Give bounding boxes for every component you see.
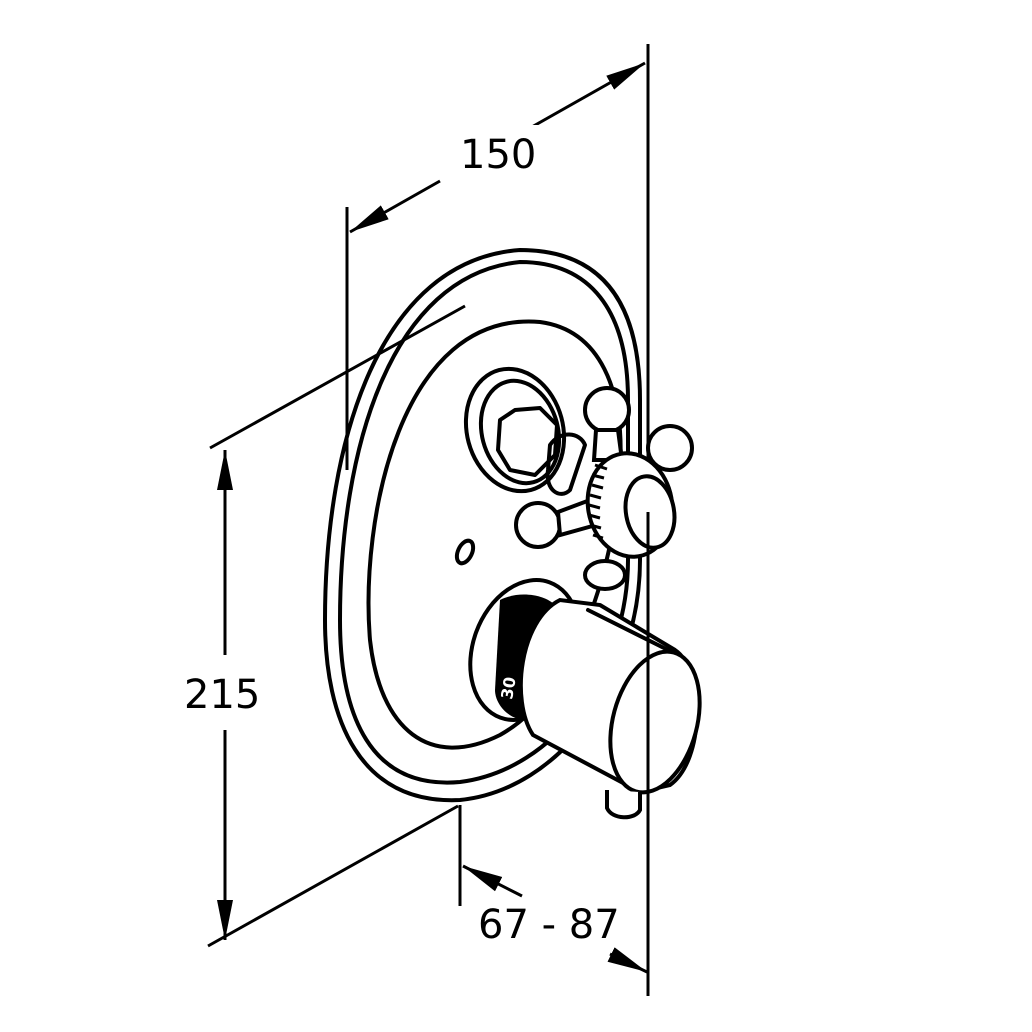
dim-150-arrow-left: [349, 179, 441, 234]
screw-hole: [454, 538, 476, 566]
temperature-scale-label: 30: [497, 675, 520, 700]
diverter-assembly: [463, 366, 694, 591]
handle-knob-right: [646, 424, 694, 472]
dim-depth-arrow-left: [462, 864, 523, 898]
dim-150-arrow-right: [529, 61, 646, 130]
thermostat-knob: 30: [468, 578, 702, 820]
handle-cap: [623, 474, 677, 550]
dim-depth-arrow-right: [607, 947, 648, 974]
dim-depth-label: 67 - 87: [478, 902, 620, 948]
dim-height-label: 215: [184, 672, 260, 718]
handle-knob-left: [514, 501, 562, 549]
dim-width-label: 150: [460, 132, 536, 178]
hex-nut: [496, 406, 559, 477]
extension-line-bottom: [207, 804, 459, 948]
thermostat-face: [608, 649, 702, 795]
handle-knob-top: [583, 386, 631, 434]
extension-line-top: [209, 304, 466, 450]
handle-knob-bottom: [583, 559, 627, 591]
